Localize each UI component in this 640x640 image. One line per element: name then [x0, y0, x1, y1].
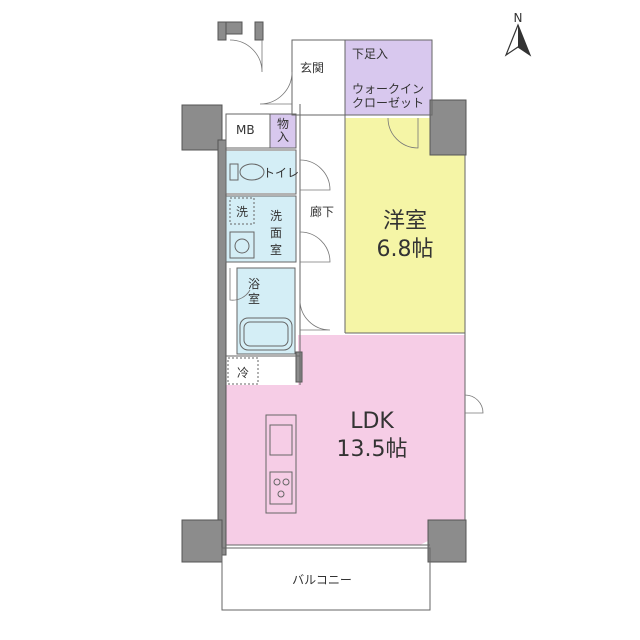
label-washer: 洗	[236, 205, 248, 219]
compass: N	[504, 11, 532, 57]
bathtub-icon	[239, 317, 293, 351]
label-washroom-line2: 面	[270, 226, 282, 240]
kitchen-counter	[265, 414, 297, 514]
fixtures	[227, 163, 297, 514]
label-balcony: バルコニー	[292, 573, 352, 587]
washbasin-icon	[234, 238, 250, 254]
toilet-bowl-icon	[239, 163, 265, 181]
label-storage-line2: 入	[277, 130, 289, 144]
label-mb: MB	[236, 123, 255, 137]
label-genkan: 玄関	[300, 60, 324, 75]
label-storage-line1: 物	[277, 117, 289, 131]
walk-in-closet	[345, 40, 432, 115]
label-washroom-line1: 洗	[270, 209, 282, 223]
sink-icon	[269, 424, 293, 456]
compass-north-label: N	[514, 11, 523, 25]
label-ldk-size: 13.5帖	[337, 437, 408, 462]
walls	[181, 21, 467, 563]
label-wic-line2: クローゼット	[352, 96, 424, 110]
ldk-room	[225, 335, 465, 545]
bathroom	[237, 268, 295, 354]
label-shoe-storage: 下足入	[352, 47, 388, 61]
storage-closet	[270, 114, 296, 148]
label-hallway: 廊下	[310, 204, 334, 219]
interior-lines	[221, 39, 466, 611]
label-toilet: トイレ	[263, 166, 299, 180]
label-washroom-line3: 室	[270, 242, 282, 257]
label-wic-line1: ウォークイン	[352, 82, 424, 96]
label-bath-line1: 浴	[248, 277, 260, 291]
door-swings	[229, 39, 484, 414]
washer-space	[229, 197, 255, 225]
label-bath-line2: 室	[248, 291, 260, 306]
label-ldk-name: LDK	[350, 409, 394, 434]
label-western-room-size: 6.8帖	[377, 237, 434, 262]
stove-icon	[269, 471, 293, 505]
label-fridge: 冷	[237, 366, 249, 380]
western-room	[345, 118, 465, 333]
label-western-room-name: 洋室	[383, 209, 427, 234]
